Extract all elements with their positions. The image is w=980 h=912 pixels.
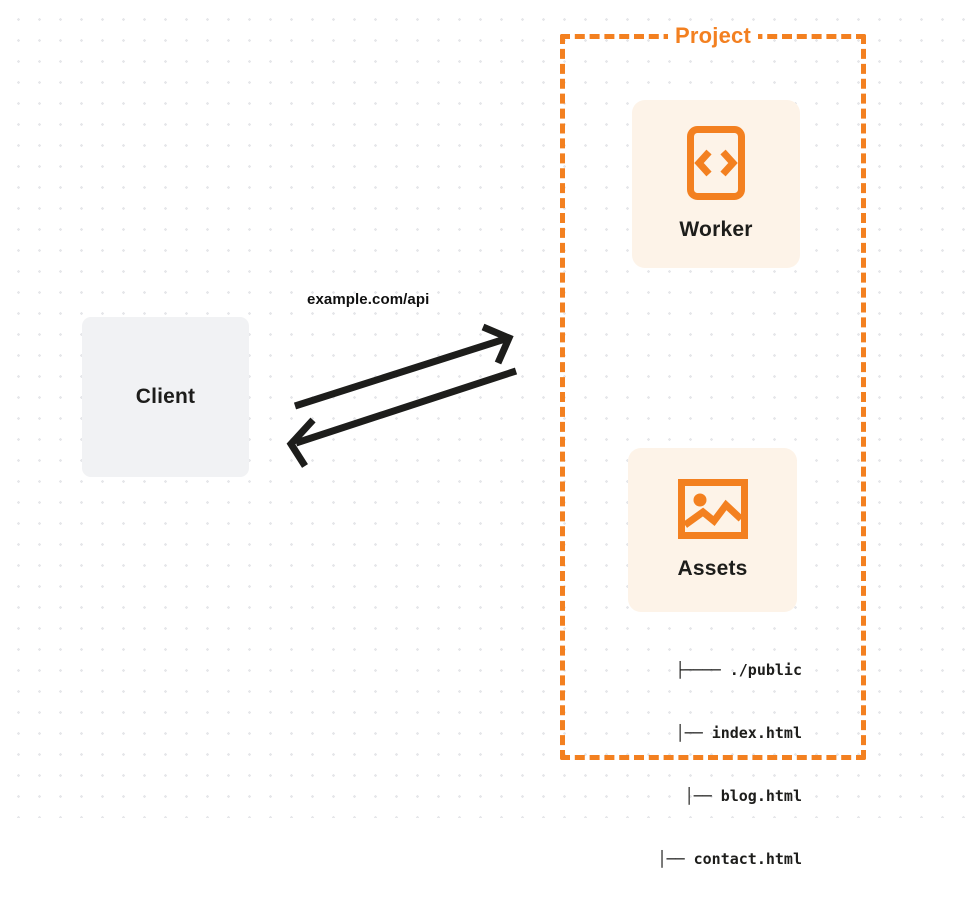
code-file-icon <box>687 126 745 205</box>
file-tree-row: │── index.html <box>608 723 802 744</box>
image-icon <box>677 479 748 544</box>
file-tree-connector: │── <box>684 787 712 805</box>
file-tree-row: │── blog.html <box>608 786 802 807</box>
response-arrow-head <box>286 417 316 468</box>
file-tree-row: │── contact.html <box>608 849 803 870</box>
assets-card[interactable]: Assets <box>628 448 797 612</box>
assets-file-tree: ├──── ./public │── index.html │── blog.h… <box>608 618 803 912</box>
file-tree-name: contact.html <box>693 850 802 868</box>
request-arrow-line <box>293 335 507 410</box>
diagram-canvas: Client example.com/api Project Worker <box>0 0 980 868</box>
client-node: Client <box>82 317 249 477</box>
file-tree-connector: ├──── <box>675 661 721 679</box>
client-label: Client <box>135 385 196 408</box>
file-tree-name: ./public <box>729 661 802 679</box>
request-arrow-head <box>481 323 514 365</box>
file-tree-connector: │── <box>657 850 685 868</box>
project-container: Project <box>560 23 866 760</box>
file-tree-name: index.html <box>711 724 802 742</box>
assets-card-label: Assets <box>677 557 748 580</box>
request-url-label: example.com/api <box>307 291 430 308</box>
file-tree-name: blog.html <box>720 787 802 805</box>
worker-card[interactable]: Worker <box>632 100 800 268</box>
response-arrow-line <box>294 367 518 447</box>
project-title: Project <box>668 23 758 49</box>
file-tree-connector: │── <box>675 724 703 742</box>
file-tree-row: ├──── ./public <box>608 660 802 681</box>
worker-card-label: Worker <box>679 218 753 241</box>
